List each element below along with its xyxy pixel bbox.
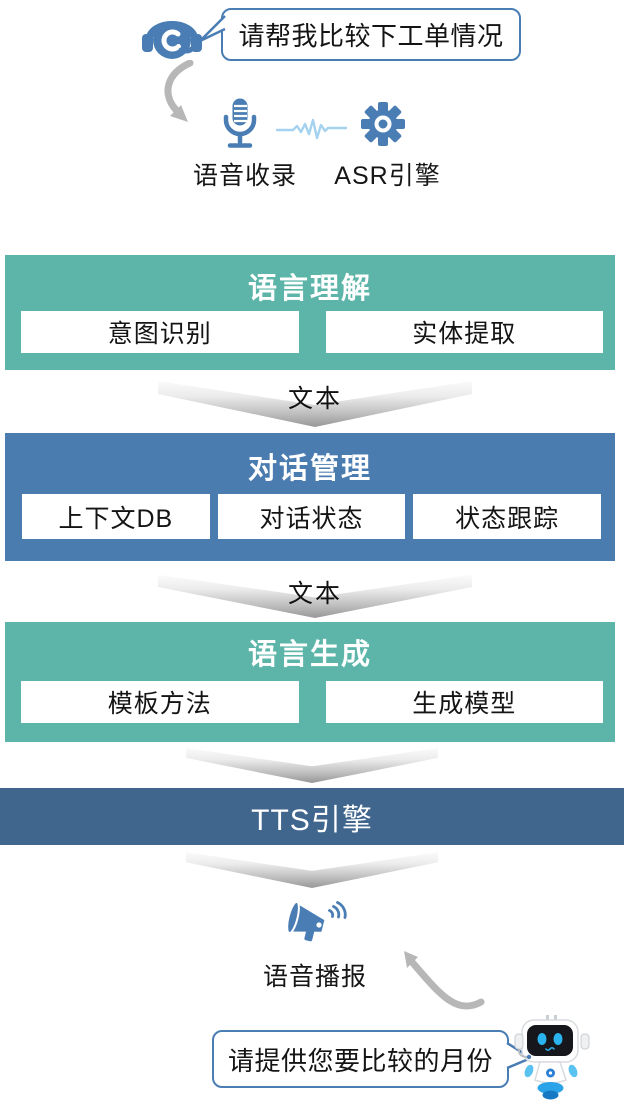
dm-block-title: 对话管理: [247, 453, 372, 485]
flow-chevron-nlg-to-tts: [186, 748, 438, 783]
headset-agent-icon: [142, 21, 202, 59]
tts-engine-bar: TTS引擎: [0, 788, 624, 845]
megaphone-icon: [286, 900, 347, 942]
waveform-icon: [276, 118, 348, 140]
flow-label-text-2: 文本: [287, 580, 342, 608]
curved-arrow-down-icon: [164, 60, 194, 122]
nlg-item-template: 模板方法: [21, 681, 299, 723]
dm-item-state-tracking: 状态跟踪: [413, 494, 602, 539]
nlg-block: 语言生成 模板方法 生成模型: [5, 622, 615, 742]
dm-box-row: 上下文DB 对话状态 状态跟踪: [22, 494, 602, 539]
flow-label-text-1: 文本: [287, 385, 342, 413]
nlg-box-row: 模板方法 生成模型: [21, 681, 603, 723]
nlu-box-row: 意图识别 实体提取: [21, 311, 603, 353]
dm-block: 对话管理 上下文DB 对话状态 状态跟踪: [5, 433, 615, 561]
nlg-block-title: 语言生成: [247, 639, 372, 671]
gear-icon: [361, 102, 405, 146]
nlu-item-intent: 意图识别: [21, 311, 299, 353]
voice-broadcast-label: 语音播报: [262, 963, 367, 991]
robot-icon: [514, 1015, 590, 1100]
nlg-item-generative: 生成模型: [325, 681, 603, 723]
nlu-block-title: 语言理解: [247, 273, 372, 305]
bubble-tail-left: [198, 15, 226, 43]
user-speech-bubble: 请帮我比较下工单情况: [198, 8, 521, 61]
nlu-block: 语言理解 意图识别 实体提取: [5, 255, 615, 370]
user-bubble-text: 请帮我比较下工单情况: [238, 21, 504, 51]
tts-engine-label: TTS引擎: [251, 803, 373, 837]
microphone-icon: [223, 98, 257, 148]
bot-bubble-text: 请提供您要比较的月份: [227, 1045, 493, 1076]
curved-arrow-up-icon: [404, 951, 485, 1010]
nlu-item-entity: 实体提取: [325, 311, 603, 353]
dm-item-context-db: 上下文DB: [22, 494, 210, 539]
flow-chevron-tts-to-broadcast: [186, 852, 438, 888]
bot-speech-bubble: 请提供您要比较的月份: [212, 1030, 533, 1088]
dm-item-dialog-state: 对话状态: [217, 494, 406, 539]
voice-record-label: 语音收录: [192, 162, 297, 190]
asr-engine-label: ASR引擎: [334, 162, 441, 190]
